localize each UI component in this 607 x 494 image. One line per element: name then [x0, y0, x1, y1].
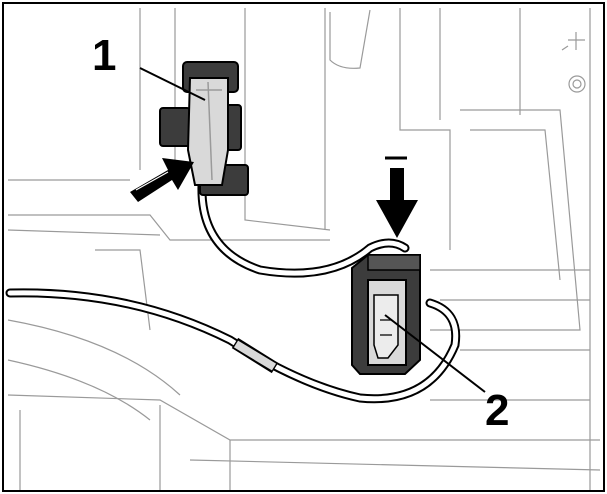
connector-1: [159, 61, 249, 196]
connector-2: [351, 254, 421, 375]
down-arrow-icon: [376, 156, 418, 238]
callout-2: 2: [485, 386, 509, 435]
leader-line-1: [139, 67, 206, 101]
leader-line-2: [384, 314, 486, 393]
callout-1: 1: [92, 31, 116, 80]
link-cable: [197, 180, 410, 278]
long-cable: [5, 288, 461, 404]
background-structure: [7, 8, 601, 490]
push-arrow-icon: [130, 158, 194, 202]
